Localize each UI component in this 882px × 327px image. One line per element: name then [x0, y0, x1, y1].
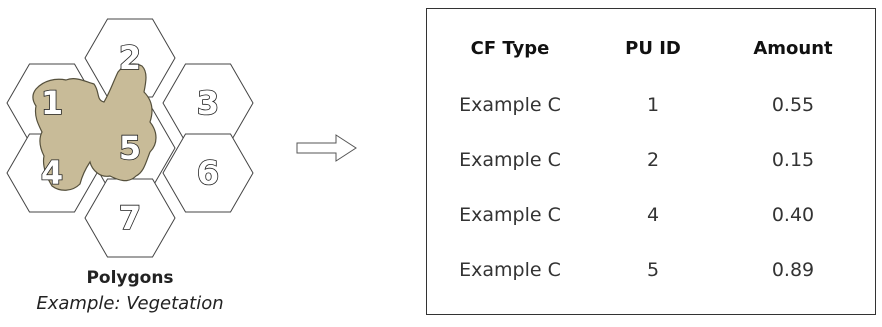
cell-pu-id: 5: [646, 259, 660, 281]
hexagon-planning-units-diagram: 1 2 3 4 5 6 7: [6, 18, 254, 258]
hexagon-label-3: 3: [197, 84, 219, 122]
cell-pu-id: 1: [646, 94, 660, 116]
header-pu-id: PU ID: [625, 38, 681, 59]
cell-amount: 0.40: [771, 204, 815, 226]
header-amount: Amount: [753, 38, 833, 59]
cell-pu-id: 2: [646, 149, 660, 171]
hexagon-label-4: 4: [41, 154, 63, 192]
header-cf-type: CF Type: [470, 38, 550, 59]
hexagon-7: [84, 178, 176, 258]
table-row: Example C 5 0.89: [427, 250, 875, 290]
cell-amount: 0.15: [771, 149, 815, 171]
hexagon-label-6: 6: [197, 154, 219, 192]
table-row: Example C 1 0.55: [427, 85, 875, 125]
cell-cf-type: Example C: [459, 149, 561, 171]
diagram-subtitle: Example: Vegetation: [36, 293, 224, 314]
table-row: Example C 4 0.40: [427, 195, 875, 235]
cf-amount-table: CF Type PU ID Amount Example C 1 0.55 Ex…: [426, 8, 876, 315]
cell-cf-type: Example C: [459, 259, 561, 281]
hexagon-label-layer: 1 2 3 4 5 6 7: [40, 38, 220, 238]
cell-amount: 0.55: [771, 94, 815, 116]
hexagon-label-5: 5: [119, 129, 141, 167]
right-arrow-icon: [296, 134, 357, 162]
cell-pu-id: 4: [646, 204, 660, 226]
diagram-title: Polygons: [86, 268, 174, 288]
vegetation-polygon: [32, 63, 157, 191]
hexagon-label-1: 1: [41, 84, 63, 122]
table-row: Example C 2 0.15: [427, 140, 875, 180]
cell-cf-type: Example C: [459, 204, 561, 226]
cell-amount: 0.89: [771, 259, 815, 281]
hexagon-2: [84, 18, 176, 98]
hexagon-label-7: 7: [119, 199, 141, 237]
cell-cf-type: Example C: [459, 94, 561, 116]
hexagon-label-2: 2: [119, 39, 141, 77]
hexagon-6: [162, 133, 254, 213]
table-header-row: CF Type PU ID Amount: [427, 29, 875, 69]
